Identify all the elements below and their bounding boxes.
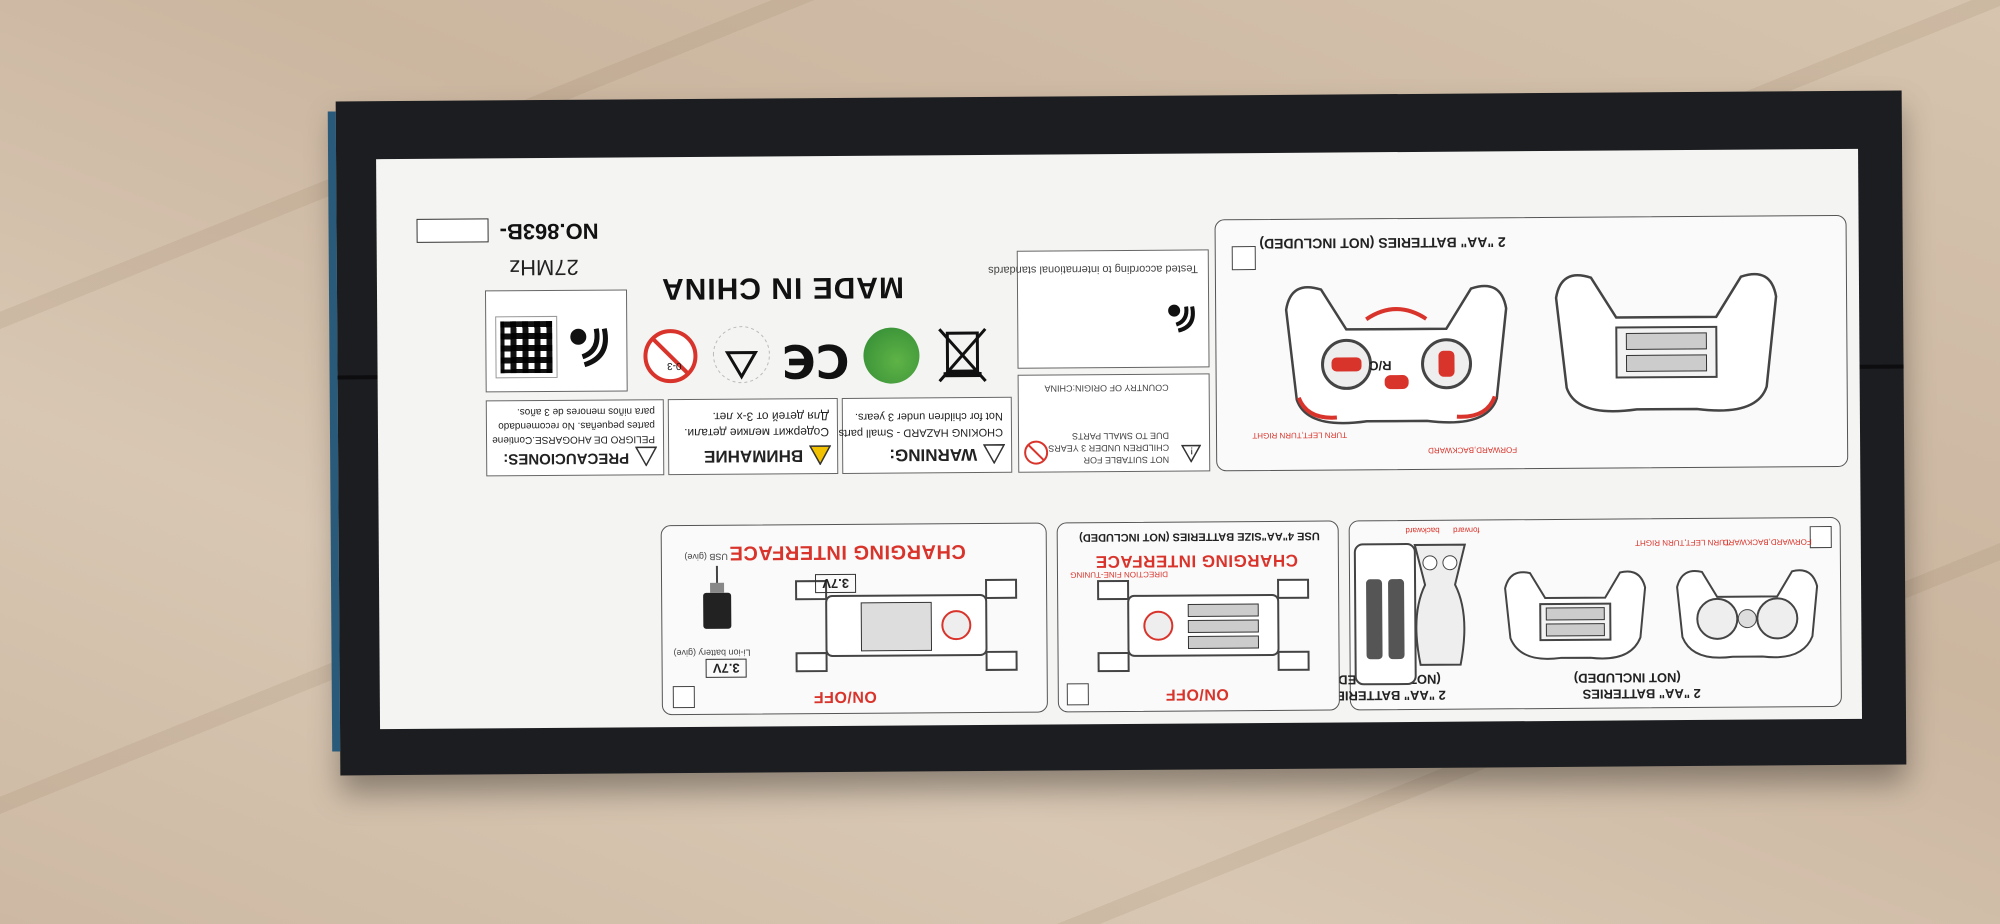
wheel-brand-icon [570,328,608,368]
weee-bin-icon [938,327,987,383]
age-icon-text: 0-3 [667,360,682,371]
wheel-logo-icon [1168,304,1195,333]
warning-ru-title: ВНИМАНИЕ [704,446,804,466]
forward-backward-label: FORWARD,BACKWARD [1722,537,1812,547]
aa-batteries-controller-section: 2 "AA" BATTERIES (NOT INCLUDED) FORWARD,… [1328,516,1842,711]
rc-label: R/C [1369,358,1392,374]
battery-compartment-drawing [1353,543,1417,686]
usb-label: USB (give) [684,551,728,563]
controller-open-drawing [1504,570,1647,660]
controller-batteries-section: 2 "AA" BATTERIES (NOT INCLUDED) [1214,214,1849,472]
printed-back-panel: 2 "AA" BATTERIES (NOT INCLUDED) FORWARD,… [376,148,1863,730]
tested-standards-box: Tested according to international standa… [988,249,1210,369]
warning-es-line3: para niños menores de 3 años. [516,405,655,418]
check-square-a [1809,526,1832,549]
qr-code-icon [495,315,558,379]
aa-title-a: 2 "AA" BATTERIES [1582,685,1701,702]
on-off-1: ON/OFF [813,687,877,706]
car-chassis-aa-drawing [1097,578,1310,673]
four-aa-charging-section: USE 4"AA"SIZE BATTERIES (NOT INCLUDED) C… [1056,520,1340,713]
warning-en-triangle-icon [983,444,1006,464]
controller-top-drawing [1284,284,1508,425]
check-square-b [1066,683,1089,706]
recycle-icon [712,326,770,384]
ce-mark-icon: CЄ [781,333,850,389]
battery-37v-b: 3.7V [705,658,747,678]
car-chassis-liion-drawing [795,578,1018,673]
li-ion-charging-section: ON/OFF CHARGING INTERFACE 3.7V 3.7V Li-i… [660,522,1048,716]
forward-label: forward [1452,525,1480,535]
toy-box: 2 "AA" BATTERIES (NOT INCLUDED) FORWARD,… [327,90,1907,776]
charging-title-1: CHARGING INTERFACE [728,540,966,564]
warning-es-title: PRECAUCIONES: [503,449,630,468]
usb-charger-drawing [703,565,732,629]
check-square-d [1231,246,1256,271]
warning-es-line1: PELIGRO DE AHOGARSE.Contiene [492,433,656,446]
made-in-china: MADE IN CHINA [660,270,905,306]
warning-ru-box: ВНИМАНИЕ Содержит мелкие детали. Для дет… [667,397,839,476]
backward-label: backward [1405,525,1440,536]
warning-en-line2: Not for children under 3 years. [854,409,1003,423]
batteries-title: 2 "AA" BATTERIES (NOT INCLUDED) [1259,234,1506,253]
use-batteries-note: USE 4"AA"SIZE BATTERIES (NOT INCLUDED) [1079,529,1320,544]
warning-triangle-icon: ! [1181,444,1202,463]
check-square-c [672,685,695,709]
small-parts-warning-box: NOT SUITABLE FOR CHILDREN UNDER 3 YEARS … [1017,373,1211,473]
warning-en-box: WARNING: CHOKING HAZARD - Small parts. N… [835,396,1013,474]
small-warning-line1: NOT SUITABLE FOR [1083,454,1170,466]
charging-title-2: CHARGING INTERFACE [1095,550,1298,572]
warning-en-line1: CHOKING HAZARD - Small parts. [835,425,1004,439]
warning-ru-line1: Содержит мелкие детали. [684,425,830,441]
turn-label: TURN LEFT,TURN RIGHT [1635,537,1730,548]
no-children-icon: 0-3 [643,329,698,384]
aa-title-b: 2 "AA" BATTERIES [1327,687,1446,704]
direction-tuning-label: DIRECTION FINE-TUNING [1070,569,1169,580]
turn-top-label: TURN LEFT,TURN RIGHT [1252,430,1348,441]
svg-text:!: ! [1190,444,1193,455]
warning-en-title: WARNING: [889,445,978,465]
tested-note: Tested according to international standa… [988,262,1198,276]
model-number: NO.863B- [499,218,599,245]
warning-ru-line2: Для детей от 3-х лет. [712,409,829,424]
warning-es-line2: partes pequeñas. No recomendado [498,419,655,432]
small-warning-line2: CHILDREN UNDER 3 YEARS [1048,442,1170,454]
forward-backward-top-label: FORWARD,BACKWARD [1428,445,1518,455]
no-small-children-icon [1024,440,1049,465]
li-ion-label: Li-ion battery (give) [673,647,751,659]
battery-37v-a: 3.7V [815,573,857,594]
model-info-box [484,289,628,393]
box-side-edge [327,111,341,752]
aa-title-a2: (NOT INCLUDED) [1573,670,1681,686]
on-off-2: ON/OFF [1165,685,1229,703]
green-dot-icon [863,327,920,384]
upside-down-print: 2 "AA" BATTERIES (NOT INCLUDED) FORWARD,… [376,149,1862,729]
frequency-label: 27MHz [509,254,579,281]
controller-front-drawing [1676,569,1819,659]
small-warning-line3: DUE TO SMALL PARTS [1071,430,1170,442]
warning-es-box: PRECAUCIONES: PELIGRO DE AHOGARSE.Contie… [485,399,665,477]
controller-back-drawing [1554,272,1778,413]
warning-ru-triangle-icon [809,445,832,466]
pistol-remote-drawing [1413,543,1467,666]
warning-es-triangle-icon [635,446,658,467]
model-number-blank-field [416,218,489,243]
origin-label: COUNTRY OF ORIGIN:CHINA [1044,382,1169,394]
